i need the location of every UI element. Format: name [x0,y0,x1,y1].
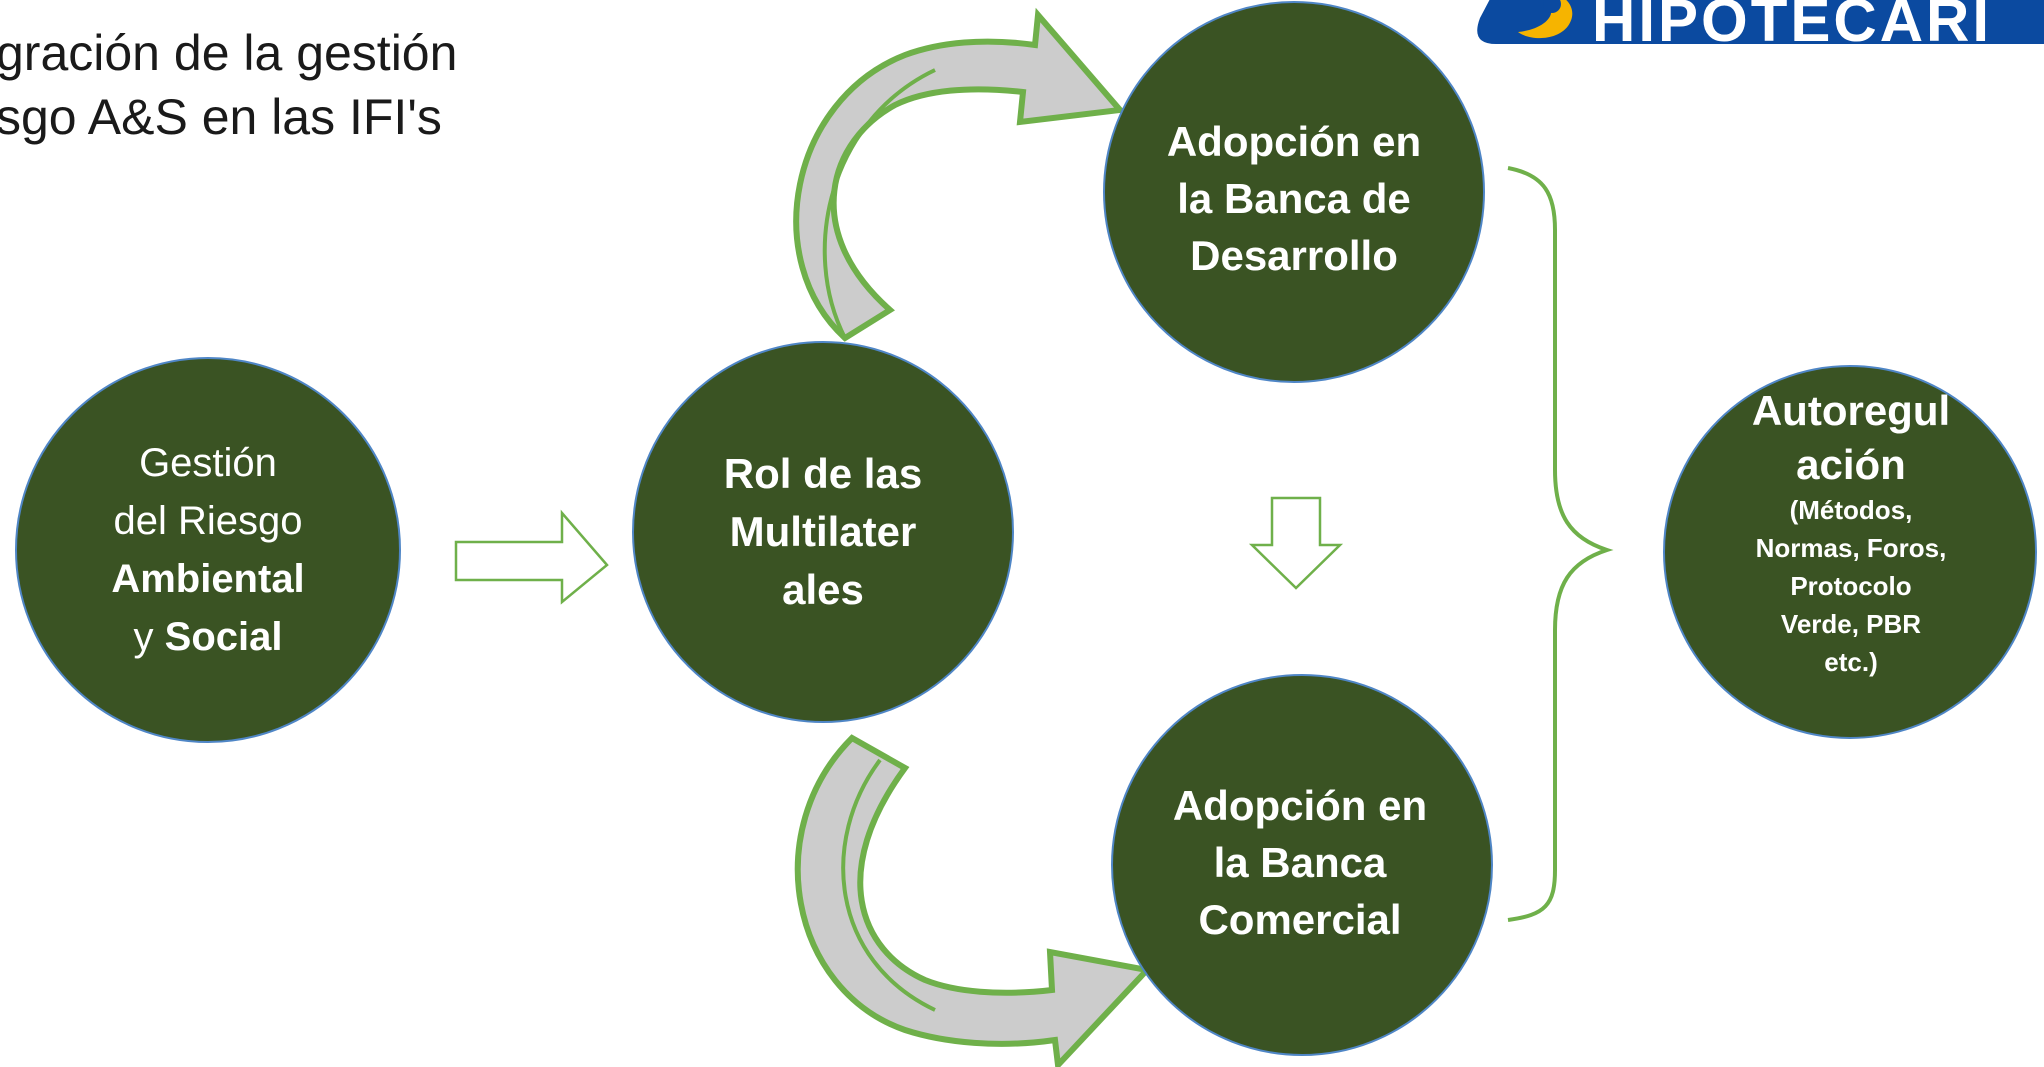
node-autoregulacion-detail-5: etc.) [1824,647,1878,677]
node-autoregulacion: Autoregul ación (Métodos, Normas, Foros,… [1696,372,2006,692]
circle-multilaterales [632,341,1014,723]
node-autoregulacion-line-1: Autoregul [1751,387,1951,434]
page-title-line-1: gración de la gestión [0,25,458,81]
circle-autoregulacion [1663,365,2037,739]
node-gestion-social: Social [164,615,283,659]
node-desarrollo: Adopción en la Banca de Desarrollo [1134,108,1454,288]
node-multilaterales-line-1: Rol de las [723,450,923,497]
node-gestion-line-3: Ambiental [111,557,305,601]
node-desarrollo-line-3: Desarrollo [1190,231,1398,279]
curved-arrow-up [793,7,1126,342]
brace-icon [1507,166,1614,922]
node-comercial-line-3: Comercial [1198,895,1402,943]
curved-arrow-down [794,734,1153,1067]
node-gestion-line-2: del Riesgo [113,499,303,543]
logo-text: HIPOTECARI [1592,0,1993,54]
circle-comercial [1111,674,1493,1056]
node-gestion-line-1: Gestión [139,441,277,485]
node-desarrollo-line-2: la Banca de [1177,174,1411,222]
node-autoregulacion-line-2: ación [1796,441,1906,488]
node-gestion: Gestión del Riesgo Ambiental y Social [40,420,376,680]
curved-arrow-up-outline [822,68,936,339]
node-autoregulacion-detail-4: Verde, PBR [1780,609,1922,639]
circle-desarrollo [1103,1,1485,383]
node-comercial: Adopción en la Banca Comercial [1140,772,1460,952]
node-autoregulacion-detail-1: (Métodos, [1789,495,1913,525]
node-autoregulacion-detail-2: Normas, Foros, [1755,533,1947,563]
arrow-right-icon [454,509,609,605]
arrow-down-icon [1248,496,1344,590]
circle-gestion [15,357,401,743]
curved-arrow-down-outline [841,758,936,1012]
node-multilaterales-line-2: Multilater [729,508,917,555]
logo-dot-icon [1543,0,1561,13]
node-multilaterales: Rol de las Multilater ales [668,420,978,644]
node-gestion-conjunction: y [133,615,165,659]
logo [1477,0,2044,44]
node-autoregulacion-detail-3: Protocolo [1790,571,1912,601]
node-desarrollo-line-1: Adopción en [1166,117,1422,165]
node-comercial-line-2: la Banca [1213,838,1387,886]
logo-banner [1477,0,2044,44]
page-title-line-2: sgo A&S en las IFI's [0,89,442,145]
node-comercial-line-1: Adopción en [1172,781,1428,829]
node-gestion-line-4: y Social [134,608,283,666]
node-multilaterales-line-3: ales [782,566,864,613]
